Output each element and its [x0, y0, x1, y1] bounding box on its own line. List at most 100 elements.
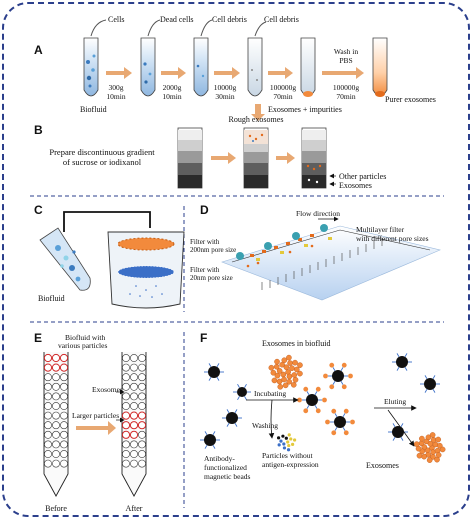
step-5-time: 70min — [336, 92, 355, 101]
multilayer-line-1: Multilayer filter — [356, 225, 405, 234]
exosome-dot — [426, 457, 433, 463]
particle-dot — [286, 440, 290, 444]
beads-line-1: Antibody- — [204, 454, 235, 463]
exosome-dot — [439, 446, 446, 453]
particle-dot — [293, 438, 297, 442]
bound-exosome — [348, 373, 353, 379]
exosome-dot — [289, 365, 295, 371]
bound-exosome — [329, 362, 335, 368]
step-4-speed: 100000g — [270, 83, 297, 92]
sec-bead — [52, 392, 60, 401]
sec-bead — [60, 373, 68, 382]
biofluid-label-a: Biofluid — [80, 105, 107, 114]
sec-bead — [52, 382, 60, 391]
sec-bead — [43, 353, 53, 363]
exosome-dot — [276, 378, 283, 385]
particle-dot — [281, 434, 285, 438]
particle-dot — [276, 436, 281, 440]
particles-line-1: Particles without — [262, 451, 314, 460]
sec-bead — [129, 430, 139, 439]
wash-line-1: Wash in — [334, 47, 358, 56]
sec-bead — [52, 430, 60, 439]
bead-group-left — [200, 363, 251, 449]
sec-source-line-2: various particles — [58, 341, 107, 350]
particle-dot — [287, 443, 291, 448]
sec-bead — [52, 402, 60, 410]
sec-bead — [52, 459, 60, 468]
tube-1 — [83, 37, 99, 97]
sec-bead — [52, 450, 60, 458]
tube-3 — [193, 37, 209, 97]
purer-exosomes-label: Purer exosomes — [385, 95, 436, 104]
sec-bead — [60, 450, 68, 458]
step-5-speed: 100000g — [333, 83, 360, 92]
sec-bead — [43, 363, 53, 372]
sec-bead — [138, 402, 146, 410]
bound-exosome — [322, 397, 327, 403]
exosome-dot — [292, 359, 298, 366]
sec-column-after — [121, 352, 147, 497]
sec-bead — [122, 373, 130, 382]
sec-bead — [137, 421, 147, 430]
exosome-dot — [429, 432, 436, 438]
sec-bead — [129, 421, 139, 430]
after-label: After — [126, 504, 143, 513]
exosome-dot — [279, 361, 285, 368]
filter1-line-1: Filter with — [190, 238, 220, 246]
sec-bead — [122, 450, 130, 458]
exosome-dot — [434, 456, 440, 463]
sec-arrow — [76, 421, 116, 435]
sec-bead — [129, 411, 139, 420]
sec-source-line-1: Biofluid with — [65, 333, 105, 342]
exosome-dot — [286, 354, 292, 361]
panel-e-label: E — [34, 331, 42, 345]
particle-dot — [289, 437, 293, 441]
exosome-dot — [418, 440, 425, 447]
other-particles-label: Other particles — [339, 172, 386, 181]
gradient-text-1: Prepare discontinuous gradient — [49, 147, 155, 157]
bound-exosome — [331, 430, 337, 436]
sec-bead — [138, 382, 146, 391]
sec-bead — [122, 392, 130, 401]
particle-dot — [282, 446, 287, 450]
exosome-dot — [271, 377, 278, 384]
tube-5 — [300, 37, 316, 97]
exosome-dot — [290, 382, 297, 388]
exosome-dot — [283, 364, 290, 371]
bound-exosome — [350, 419, 355, 425]
particle-dot — [291, 442, 295, 446]
sec-bead — [138, 440, 146, 449]
magnetic-bead — [332, 370, 344, 382]
filter2-line-1: Filter with — [190, 266, 220, 274]
exosome-dot — [435, 436, 442, 443]
exosome-dot — [297, 362, 303, 368]
exosome-dot — [282, 382, 289, 389]
tube-6 — [372, 37, 388, 97]
sec-bead — [122, 354, 130, 362]
step-4-time: 70min — [273, 92, 292, 101]
particles-cluster — [276, 433, 297, 452]
figure-frame — [2, 2, 470, 517]
exosome-cluster-out — [413, 432, 446, 463]
exosome-dot — [425, 434, 432, 441]
bound-exosome — [303, 386, 309, 392]
bound-exosome — [323, 373, 328, 379]
particle-dot — [279, 439, 283, 443]
sec-bead — [44, 402, 52, 410]
bound-exosome — [303, 408, 309, 414]
step-arrows — [106, 67, 364, 121]
removed-4: Cell debris — [264, 15, 299, 24]
exosome-dot — [291, 372, 298, 378]
sec-bead — [52, 411, 60, 420]
bound-exosome — [325, 419, 330, 425]
magnetic-bead — [396, 356, 408, 368]
pellet-label: Exosomes + impurities — [268, 105, 342, 114]
sec-bead — [122, 402, 130, 410]
exosome-dot — [273, 363, 280, 370]
exo-out-label: Exosomes — [366, 461, 399, 470]
beads-line-3: magnetic beads — [204, 472, 251, 481]
gradient-text-2: of sucrose or iodixanol — [63, 157, 142, 167]
magnetic-bead — [204, 434, 216, 446]
sec-bead — [60, 459, 68, 468]
wash-line-2: PBS — [339, 56, 352, 65]
